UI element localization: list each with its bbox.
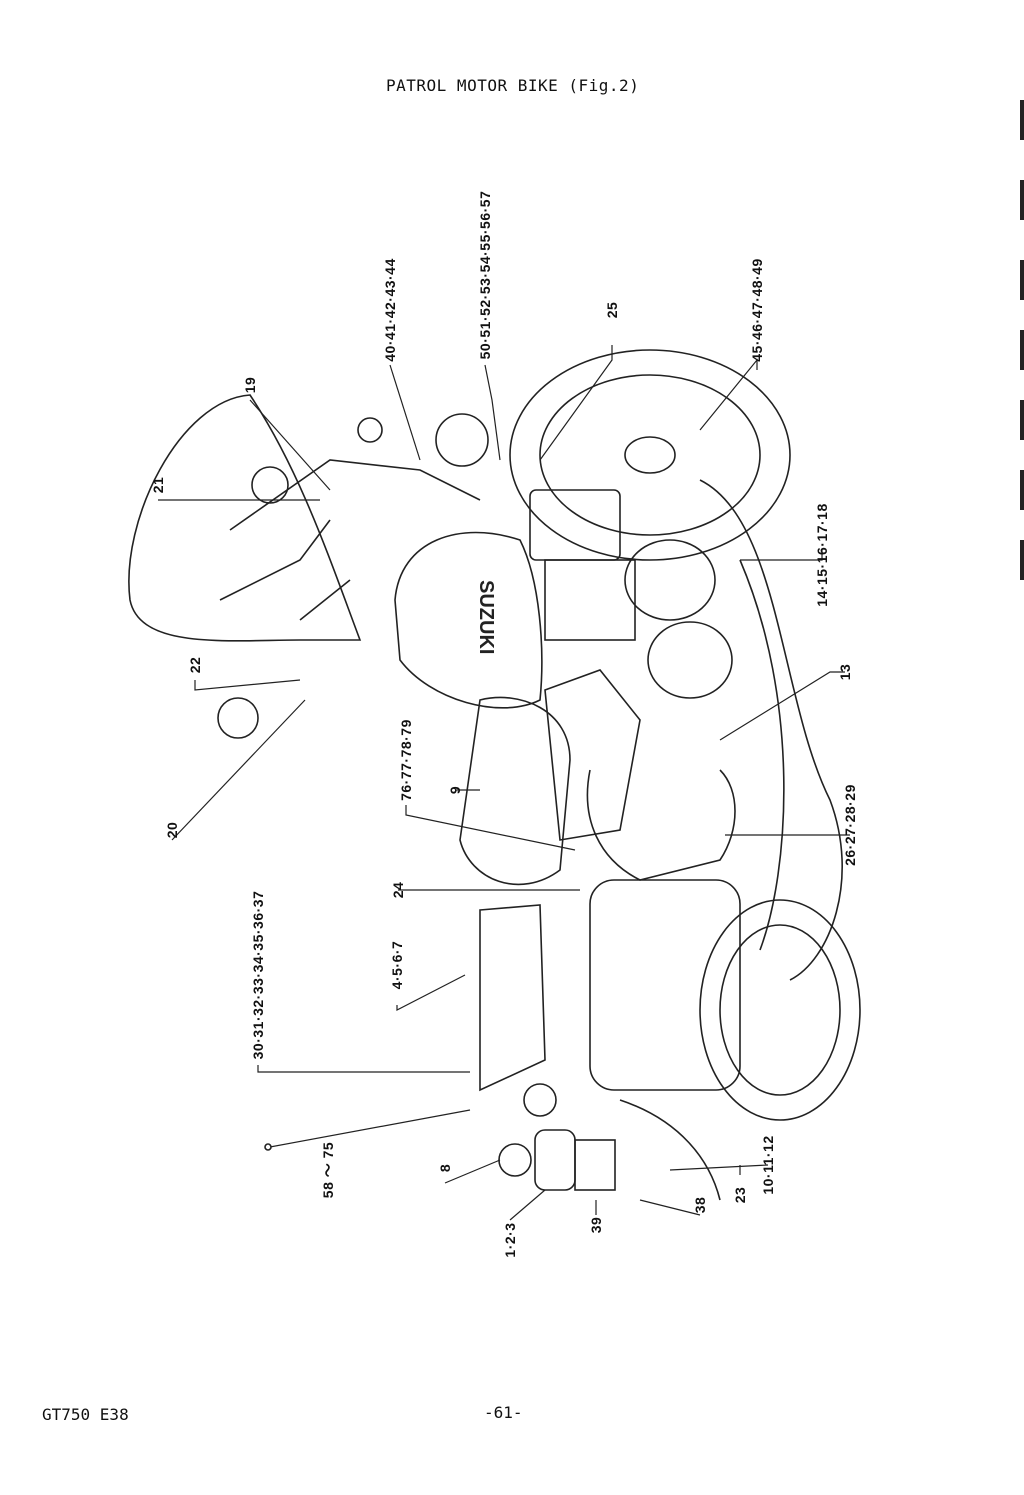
crash-bar [586, 769, 736, 881]
callout-label: 10·11·12 [760, 1135, 776, 1195]
scan-edge-mark [1020, 100, 1024, 140]
callout-label: 25 [604, 301, 620, 319]
handlebar [219, 459, 481, 621]
seat [459, 696, 571, 886]
callout-label: 8 [437, 1163, 453, 1173]
scan-edge-mark [1020, 540, 1024, 580]
page-number: -61- [484, 1403, 523, 1422]
callout-label: 24 [390, 881, 406, 899]
radiator [529, 489, 621, 561]
side-cover [544, 669, 641, 841]
tank-logo: SUZUKI [475, 580, 497, 654]
callout-label: 38 [692, 1196, 708, 1214]
callout-label: 30·31·32·33·34·35·36·37 [250, 890, 266, 1060]
page-title: PATROL MOTOR BIKE (Fig.2) [386, 76, 640, 95]
scan-edge-mark [1020, 180, 1024, 220]
fuel-tank [394, 531, 543, 709]
headlight [435, 413, 489, 467]
rear-box [479, 904, 546, 1092]
callout-label: 22 [187, 656, 203, 674]
callout-label: 13 [837, 663, 853, 681]
tail-light [523, 1083, 557, 1117]
callout-label: 4·5·6·7 [389, 940, 405, 990]
windshield [128, 394, 362, 642]
callout-label: 76·77·78·79 [398, 719, 414, 801]
engine-cover [624, 539, 716, 621]
callout-label: 19 [242, 376, 258, 394]
callout-label: 23 [732, 1186, 748, 1204]
callout-label: 1·2·3 [502, 1222, 518, 1258]
scan-edge-mark [1020, 400, 1024, 440]
scan-edge-mark [1020, 330, 1024, 370]
saddle-bag [589, 879, 741, 1091]
callout-label: 50·51·52·53·54·55·56·57 [477, 190, 493, 360]
scan-edge-mark [1020, 260, 1024, 300]
callout-label: 40·41·42·43·44 [382, 258, 398, 362]
callout-label: 39 [588, 1216, 604, 1234]
callout-label: 14·15·16·17·18 [814, 503, 830, 607]
exhaust [699, 479, 843, 981]
callout-label: 58 ～ 75 [320, 1141, 336, 1199]
mirror [251, 466, 289, 504]
callout-label: 45·46·47·48·49 [749, 258, 765, 362]
footer-model: GT750 E38 [42, 1405, 129, 1424]
callout-label: 9 [447, 785, 463, 795]
callout-label: 26·27·28·29 [842, 784, 858, 866]
scan-edge-mark [1020, 470, 1024, 510]
callout-label: 21 [150, 476, 166, 494]
rear-wheel [699, 899, 861, 1121]
callout-label: 20 [164, 821, 180, 839]
leader-lines [158, 345, 850, 1221]
front-wheel [509, 349, 791, 561]
